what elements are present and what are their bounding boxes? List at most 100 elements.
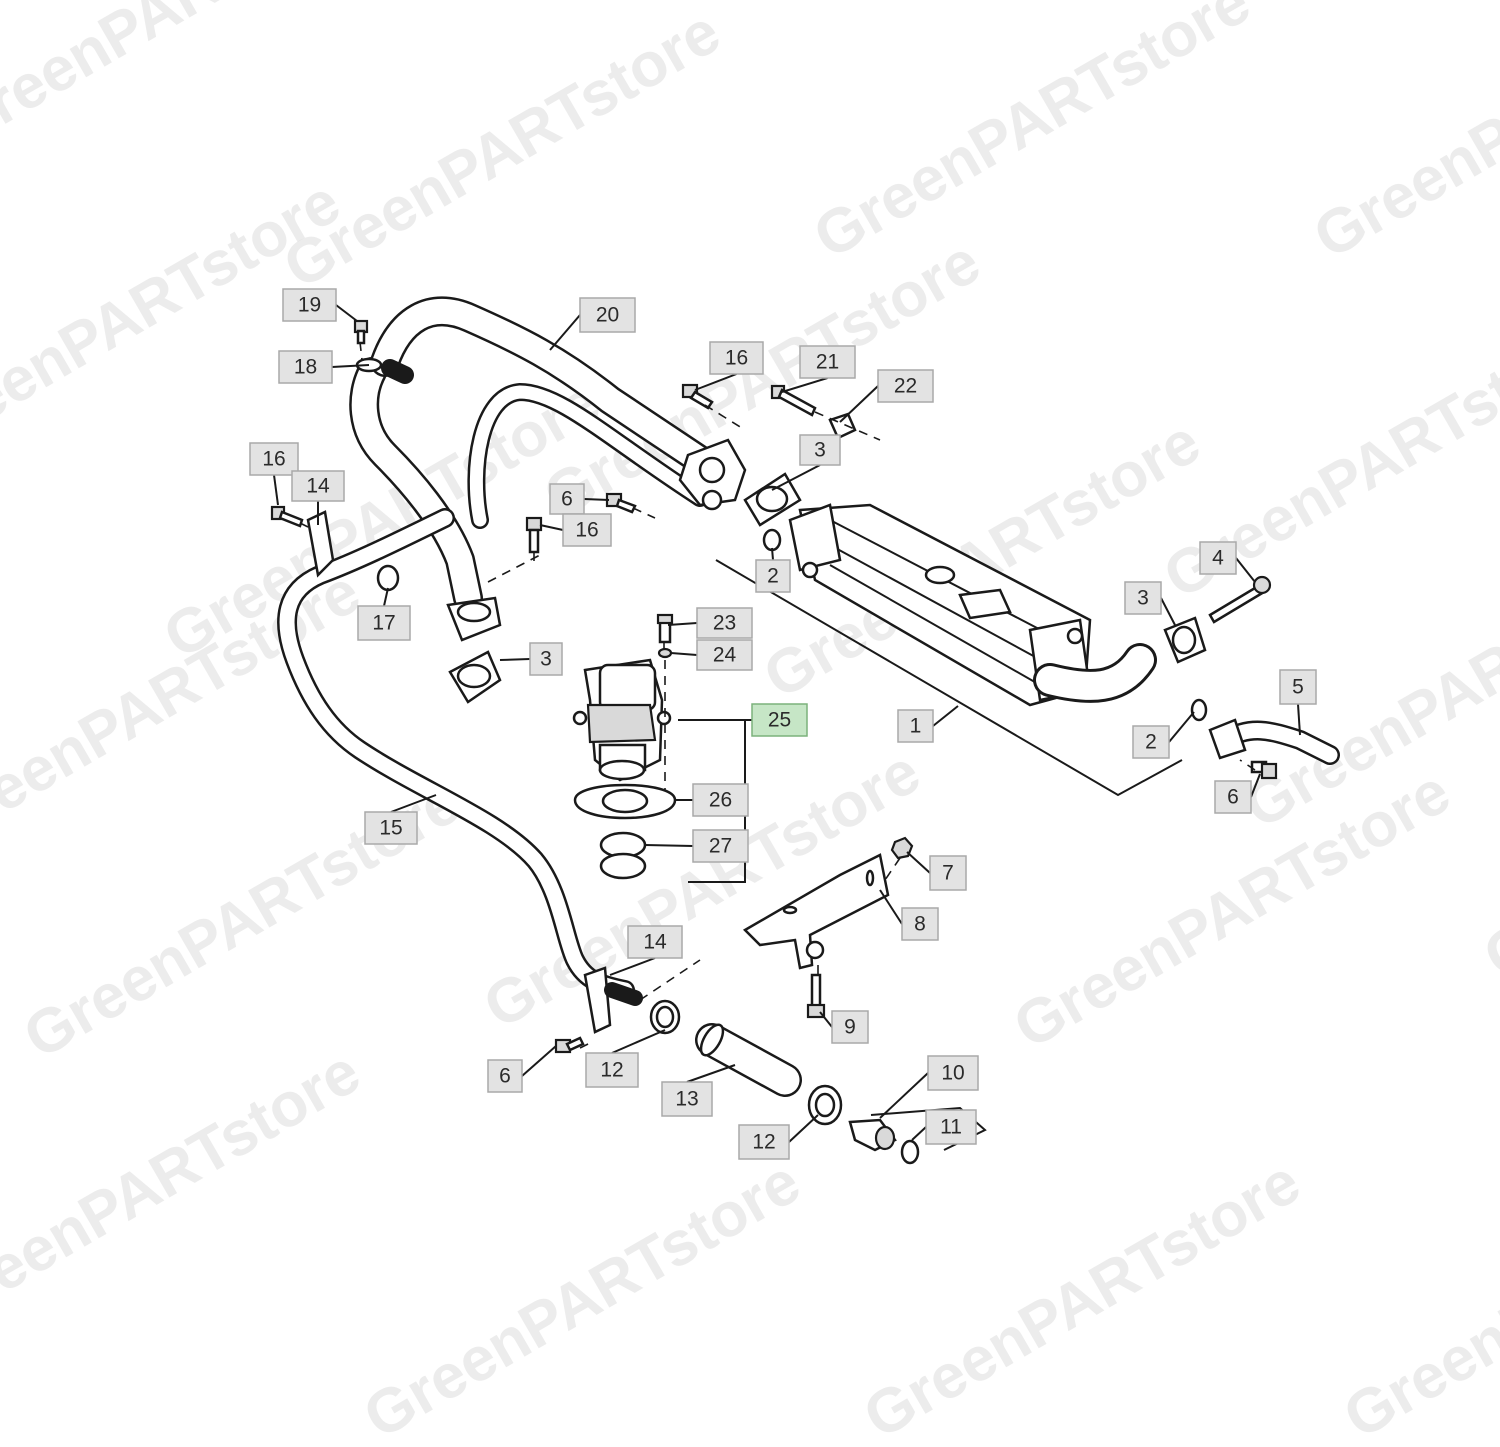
callout-12[interactable]: 12 (585, 1052, 639, 1088)
callout-23[interactable]: 23 (696, 607, 753, 639)
leader-line-24 (670, 652, 698, 656)
callout-box[interactable] (709, 341, 764, 375)
leader-line-12 (611, 1029, 666, 1054)
callout-7[interactable]: 7 (929, 855, 967, 891)
callout-25[interactable]: 25 (751, 703, 808, 737)
callout-18[interactable]: 18 (278, 350, 333, 384)
callout-box[interactable] (831, 1010, 869, 1044)
callout-label: 16 (262, 448, 285, 471)
bracket-8 (742, 853, 890, 970)
callout-label: 16 (725, 347, 748, 370)
callout-box[interactable] (585, 1052, 639, 1088)
callout-box[interactable] (927, 1055, 979, 1091)
callout-15[interactable]: 15 (364, 811, 418, 845)
callout-box[interactable] (291, 470, 345, 502)
callout-box[interactable] (751, 703, 808, 737)
callout-box[interactable] (925, 1109, 977, 1145)
callout-3[interactable]: 3 (529, 642, 563, 676)
callout-27[interactable]: 27 (692, 829, 749, 863)
callout-box[interactable] (1279, 669, 1317, 705)
callout-24[interactable]: 24 (696, 639, 753, 671)
callout-14[interactable]: 14 (627, 925, 683, 959)
callout-5[interactable]: 5 (1279, 669, 1317, 705)
callout-box[interactable] (529, 642, 563, 676)
sleeve-17 (376, 564, 400, 592)
callout-1[interactable]: 1 (897, 709, 934, 743)
callout-box[interactable] (487, 1059, 523, 1093)
callout-box[interactable] (929, 855, 967, 891)
callout-box[interactable] (562, 513, 612, 547)
assembly-lines (299, 341, 1256, 1049)
o-ring-2-upper (762, 528, 782, 552)
callout-box[interactable] (357, 605, 411, 641)
callout-label: 15 (379, 817, 402, 840)
callout-16[interactable]: 16 (562, 513, 612, 547)
leader-line-16 (539, 524, 564, 531)
callout-box[interactable] (738, 1124, 790, 1160)
callout-21[interactable]: 21 (799, 345, 856, 379)
callout-3[interactable]: 3 (799, 434, 841, 466)
callout-6[interactable]: 6 (487, 1059, 523, 1093)
callout-10[interactable]: 10 (927, 1055, 979, 1091)
watermark-text: GreenPARTstore (273, 0, 732, 302)
callout-box[interactable] (799, 345, 856, 379)
callout-6[interactable]: 6 (549, 483, 585, 515)
callout-3[interactable]: 3 (1124, 581, 1162, 615)
callout-box[interactable] (1132, 725, 1170, 759)
callout-label: 21 (816, 351, 839, 374)
callout-17[interactable]: 17 (357, 605, 411, 641)
callout-box[interactable] (282, 288, 337, 322)
callout-9[interactable]: 9 (831, 1010, 869, 1044)
callout-19[interactable]: 19 (282, 288, 337, 322)
callout-26[interactable]: 26 (692, 783, 749, 817)
callout-box[interactable] (627, 925, 683, 959)
callout-12[interactable]: 12 (738, 1124, 790, 1160)
callout-22[interactable]: 22 (877, 369, 934, 403)
leader-line-3 (771, 464, 821, 491)
callout-box[interactable] (249, 442, 299, 476)
callout-6[interactable]: 6 (1214, 780, 1252, 814)
callout-20[interactable]: 20 (579, 297, 636, 333)
clamp-12-right (807, 1084, 843, 1126)
callout-box[interactable] (877, 369, 934, 403)
callout-box[interactable] (901, 907, 939, 941)
leader-line-3 (499, 658, 531, 661)
callout-8[interactable]: 8 (901, 907, 939, 941)
callout-14[interactable]: 14 (291, 470, 345, 502)
callout-box[interactable] (692, 783, 749, 817)
egr-cooler (788, 503, 1157, 707)
leader-lines (273, 304, 1301, 1143)
callout-box[interactable] (549, 483, 585, 515)
callout-box[interactable] (799, 434, 841, 466)
callout-box[interactable] (1124, 581, 1162, 615)
callout-box[interactable] (696, 607, 753, 639)
callout-16[interactable]: 16 (709, 341, 764, 375)
callout-label: 2 (767, 565, 779, 588)
leader-line-11 (911, 1126, 927, 1141)
callout-label: 25 (768, 709, 791, 732)
callout-box[interactable] (579, 297, 636, 333)
callout-box[interactable] (364, 811, 418, 845)
callout-label: 6 (561, 488, 573, 511)
leader-line-15 (390, 794, 437, 813)
callout-2[interactable]: 2 (755, 559, 791, 593)
clamp-12-left (649, 999, 681, 1035)
callout-box[interactable] (696, 639, 753, 671)
callout-4[interactable]: 4 (1199, 541, 1237, 575)
callout-box[interactable] (897, 709, 934, 743)
callout-box[interactable] (1199, 541, 1237, 575)
callout-13[interactable]: 13 (661, 1081, 713, 1117)
callout-box[interactable] (755, 559, 791, 593)
callout-box[interactable] (692, 829, 749, 863)
callout-2[interactable]: 2 (1132, 725, 1170, 759)
tube-5 (1208, 718, 1340, 765)
callout-box[interactable] (661, 1081, 713, 1117)
leader-line-3 (1160, 597, 1176, 626)
leader-line-16 (273, 474, 279, 506)
callout-box[interactable] (278, 350, 333, 384)
leader-line-6 (583, 498, 610, 501)
callout-box[interactable] (1214, 780, 1252, 814)
callout-11[interactable]: 11 (925, 1109, 977, 1145)
callout-16[interactable]: 16 (249, 442, 299, 476)
